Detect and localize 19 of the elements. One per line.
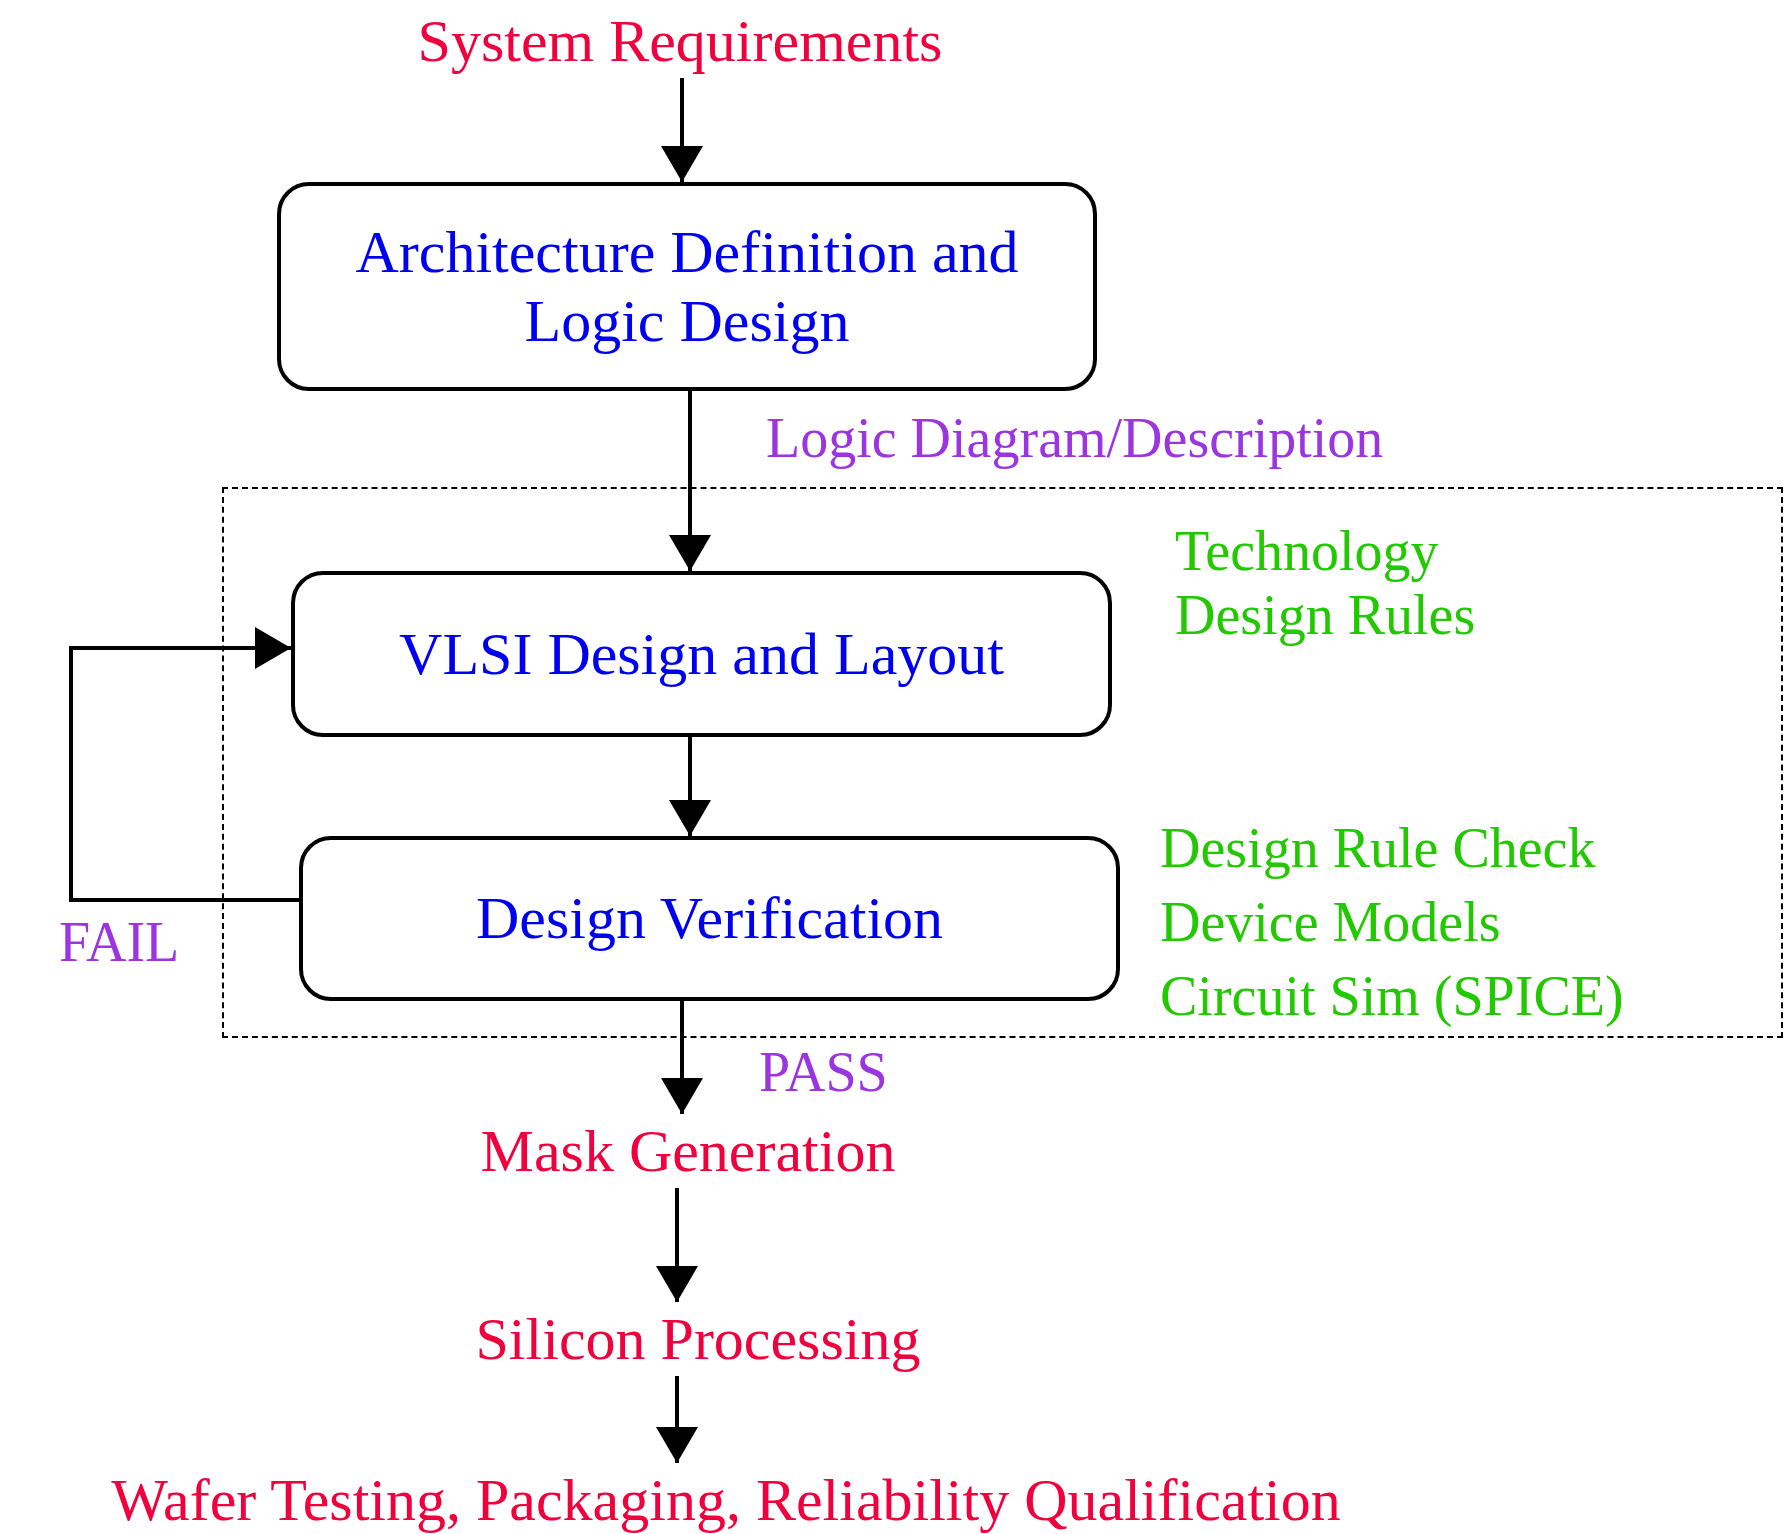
arrow <box>669 391 711 571</box>
arrow <box>669 737 711 836</box>
process-box: Architecture Definition and Logic Design <box>277 182 1097 391</box>
note-text: Technology Design Rules <box>1175 519 1477 648</box>
process-label: Mask Generation <box>474 1114 902 1188</box>
arrow <box>656 1376 698 1463</box>
dashed-boundary <box>222 487 1783 1038</box>
arrow <box>69 627 299 902</box>
process-label: Wafer Testing, Packaging, Reliability Qualification <box>105 1463 1347 1534</box>
note-text: Device Models <box>1160 890 1501 955</box>
note-text: Circuit Sim (SPICE) <box>1160 964 1624 1029</box>
process-label: System Requirements <box>411 4 949 78</box>
arrow <box>656 1188 698 1302</box>
arrow <box>661 1001 703 1114</box>
process-box: VLSI Design and Layout <box>291 571 1112 737</box>
process-box: Design Verification <box>299 836 1120 1001</box>
note-text: Design Rule Check <box>1160 816 1596 881</box>
arrow <box>661 78 703 182</box>
process-label: Silicon Processing <box>469 1302 927 1376</box>
